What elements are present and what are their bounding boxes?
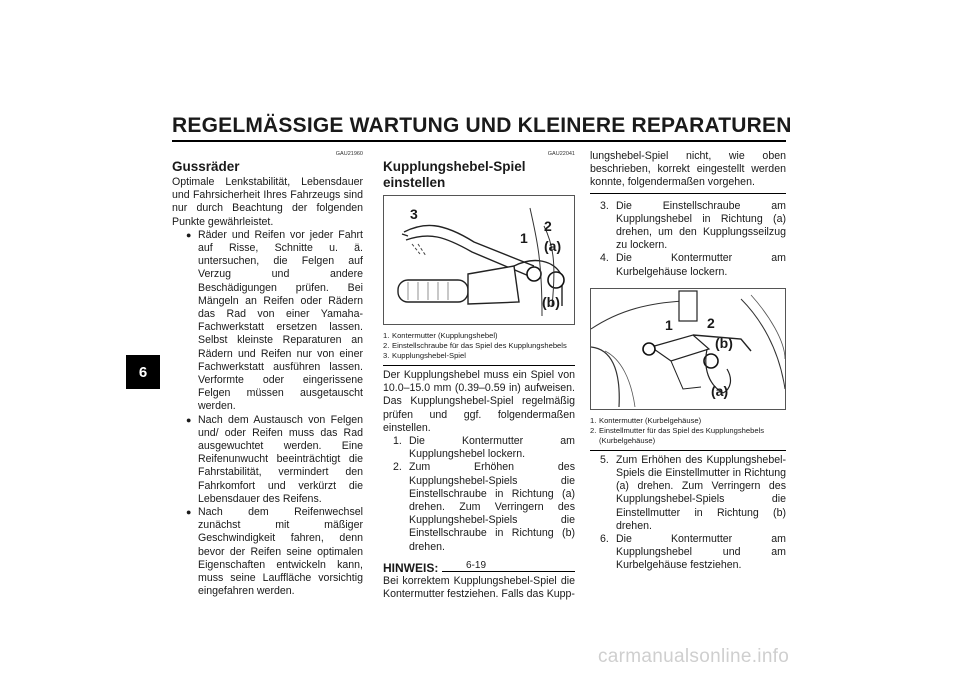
section-code: GAU22041 [547,151,575,157]
clutch-lever-figure: 3 1 2 (a) (b) [383,195,575,325]
bullet-text: Räder und Reifen vor jeder Fahrt auf Ris… [198,228,363,413]
section-heading: Gussräder [172,159,240,174]
page-number: 6-19 [466,560,487,571]
bullet-item: ● Nach dem Reifenwechsel zunächst mit mä… [186,506,363,598]
bullet-icon: ● [186,507,192,518]
caption-item: 1.Kontermutter (Kurbelgehäuse) [590,415,702,425]
figure-caption: 1.Kontermutter (Kupplungshebel) 2.Einste… [383,331,575,361]
column-alloy-wheels: GAU21960 Gussräder Optimale Lenkstabilit… [172,150,363,599]
caption-rule [383,365,575,366]
clutch-lever-illustration [397,207,565,317]
continued-paragraph: lungshebel-Spiel nicht, wie oben beschri… [590,150,786,189]
section-rule [590,192,786,194]
figure-label-b: (b) [542,294,560,310]
chapter-tab: 6 [126,355,160,389]
bullet-item: ● Räder und Reifen vor jeder Fahrt auf R… [186,229,363,414]
title-rule [172,140,786,142]
figure-label-2: 2 [707,314,715,331]
figure-label-1: 1 [665,316,673,333]
column-clutch-lever: GAU22041 Kupplungshebel-Spiel einstellen… [383,150,575,601]
bullet-item: ● Nach dem Austausch von Felgen und/ ode… [186,414,363,506]
figure-caption: 1.Kontermutter (Kurbelgehäuse) 2.Einstel… [590,416,786,446]
figure-label-a: (a) [711,382,729,399]
crankcase-figure: 1 2 (b) (a) [590,287,786,410]
page-title: REGELMÄSSIGE WARTUNG UND KLEINERE REPARA… [172,114,792,137]
bullet-text: Nach dem Reifenwechsel zunächst mit mäßi… [198,506,363,598]
bullet-icon: ● [186,414,192,425]
caption-item: 2.Einstellmutter für das Spiel des Kuppl… [590,425,765,445]
step-item: 4. Die Kontermutter am Kurbelgehäuse loc… [600,252,786,278]
step-item: 1. Die Kontermutter am Kupplungshebel lo… [393,435,575,461]
caption-rule [590,449,786,451]
step-item: 6. Die Kontermutter am Kupplungshebel un… [600,533,786,572]
figure-label-2: 2 [544,218,552,234]
figure-label-b: (b) [715,334,733,351]
caption-item: 3.Kupplungshebel-Spiel [383,351,466,360]
note-header: HINWEIS: [383,560,575,575]
caption-item: 1.Kontermutter (Kupplungshebel) [383,331,498,340]
step-item: 2. Zum Erhöhen des Kupplungshebel-Spiels… [393,461,575,553]
note-rule [442,571,575,573]
step-item: 3. Die Einstellschraube am Kupplungshebe… [600,199,786,252]
step-item: 5. Zum Erhöhen des Kupplungshebel-Spiels… [600,453,786,532]
crankcase-illustration [591,290,785,407]
bullet-icon: ● [186,229,192,240]
caption-item: 2.Einstellschraube für das Spiel des Kup… [383,341,567,350]
note-text: Bei korrektem Kupplungshebel-Spiel die K… [383,575,575,601]
section-heading: Kupplungshebel-Spiel einstellen [383,159,526,190]
bullet-text: Nach dem Austausch von Felgen und/ oder … [198,413,363,505]
figure-label-3: 3 [410,206,418,222]
intro-paragraph: Optimale Lenkstabilität, Lebensdauer und… [172,176,363,228]
figure-label-1: 1 [520,230,528,246]
body-paragraph: Der Kupplungshebel muss ein Spiel von 10… [383,369,575,434]
figure-label-a: (a) [544,238,562,254]
column-clutch-continued: lungshebel-Spiel nicht, wie oben beschri… [590,150,786,573]
note-label: HINWEIS: [383,560,439,575]
watermark: carmanualsonline.info [598,646,790,667]
section-code: GAU21960 [335,151,363,157]
